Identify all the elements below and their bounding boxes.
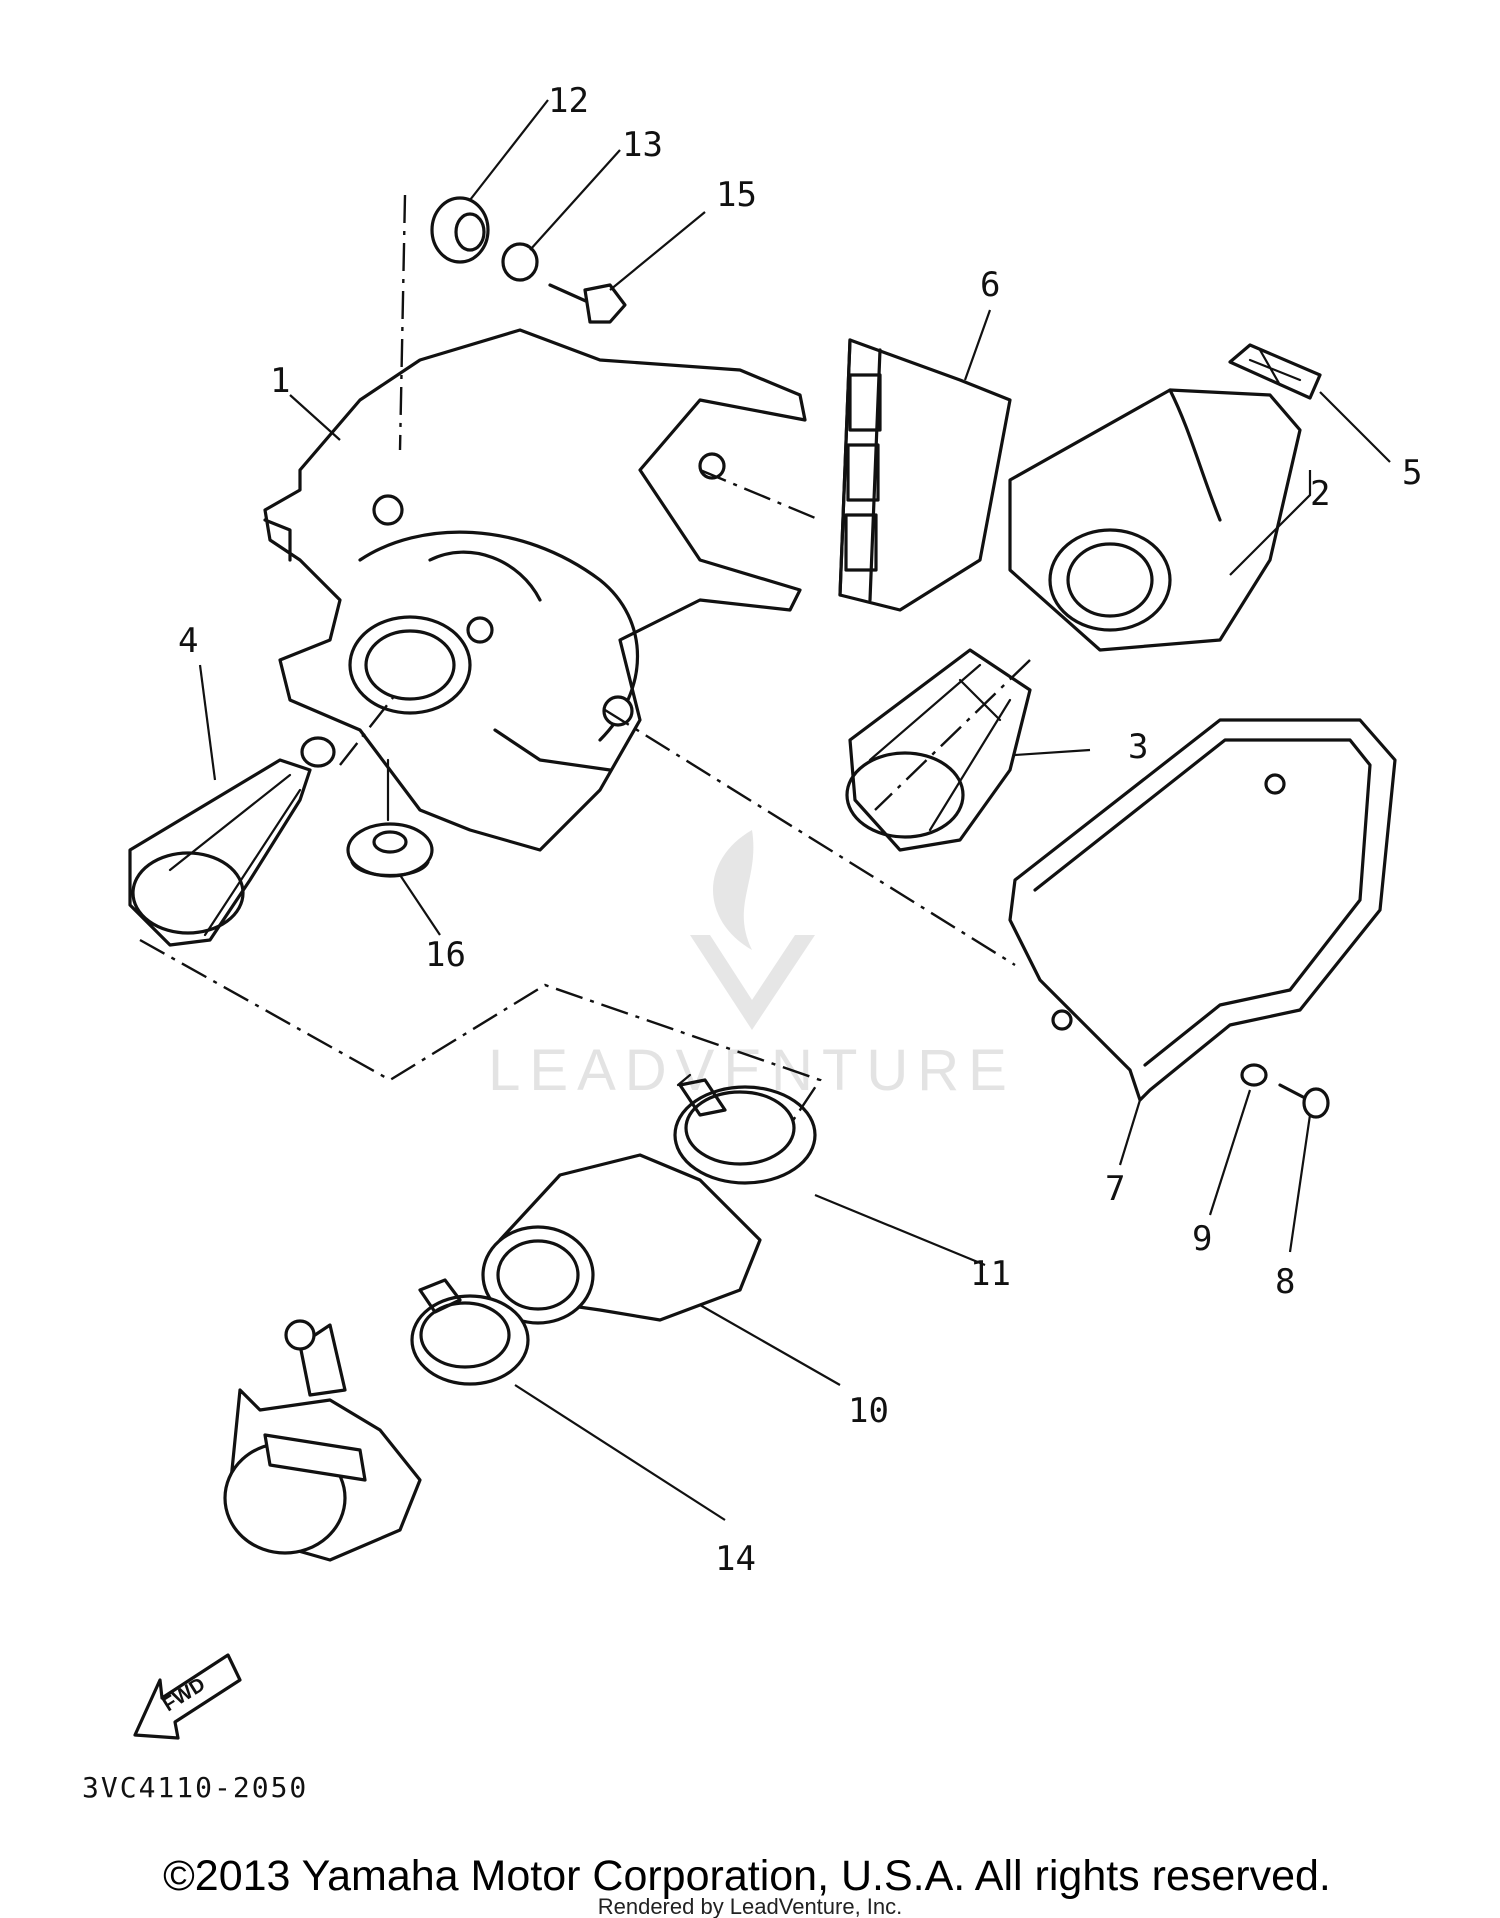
part-14-clamp: [410, 1278, 530, 1386]
part-4-intake-guide: [128, 736, 336, 947]
rendered-by-text: Rendered by LeadVenture, Inc.: [598, 1894, 903, 1918]
part-16-grommet: [346, 758, 434, 878]
leadventure-watermark-logo: LEADVENTURE: [488, 830, 1007, 1103]
carburetor: [223, 1319, 422, 1562]
callout-10: 10: [848, 1391, 889, 1431]
callout-3: 3: [1128, 727, 1148, 767]
part-6-screen: [838, 338, 1012, 612]
callout-12: 12: [548, 81, 589, 121]
leader-lines: [198, 99, 1391, 1521]
callout-7: 7: [1105, 1169, 1125, 1209]
callout-9: 9: [1192, 1219, 1212, 1259]
part-12-damper: [430, 196, 490, 264]
callout-13: 13: [622, 125, 663, 165]
callout-14-label-15: 15: [716, 175, 757, 215]
callout-4: 4: [178, 621, 198, 661]
part-8-screw: [1278, 1083, 1330, 1119]
part-1-air-cleaner-case: [263, 328, 807, 852]
callout-2: 2: [1310, 474, 1330, 514]
callout-11: 11: [970, 1254, 1011, 1294]
callout-1: 1: [270, 361, 290, 401]
copyright-text: ©2013 Yamaha Motor Corporation, U.S.A. A…: [163, 1852, 1331, 1900]
part-9-washer: [1240, 1063, 1268, 1087]
forward-direction-arrow: FWD: [133, 1653, 242, 1740]
part-3-element-guide: [845, 648, 1032, 852]
part-7-side-cover: [1008, 718, 1397, 1102]
part-11-clamp: [673, 1073, 817, 1185]
part-2-air-filter-element: [1008, 388, 1302, 652]
callout-14: 14: [715, 1539, 756, 1579]
callout-16: 16: [425, 935, 466, 975]
part-13-collar: [501, 242, 539, 282]
part-10-joint: [481, 1153, 762, 1325]
callout-6: 6: [980, 265, 1000, 305]
part-15-bolt: [548, 283, 627, 324]
callout-8: 8: [1275, 1262, 1295, 1302]
assembly-lines: [139, 194, 1031, 1126]
part-5-filter-cap: [1228, 343, 1322, 400]
diagram-part-code: 3VC4110-2050: [82, 1771, 308, 1804]
callout-labels: 1 2 3 4 5 6 7 8 9 10 11 12 13 15 14 16: [178, 81, 1422, 1579]
callout-5: 5: [1402, 453, 1422, 493]
